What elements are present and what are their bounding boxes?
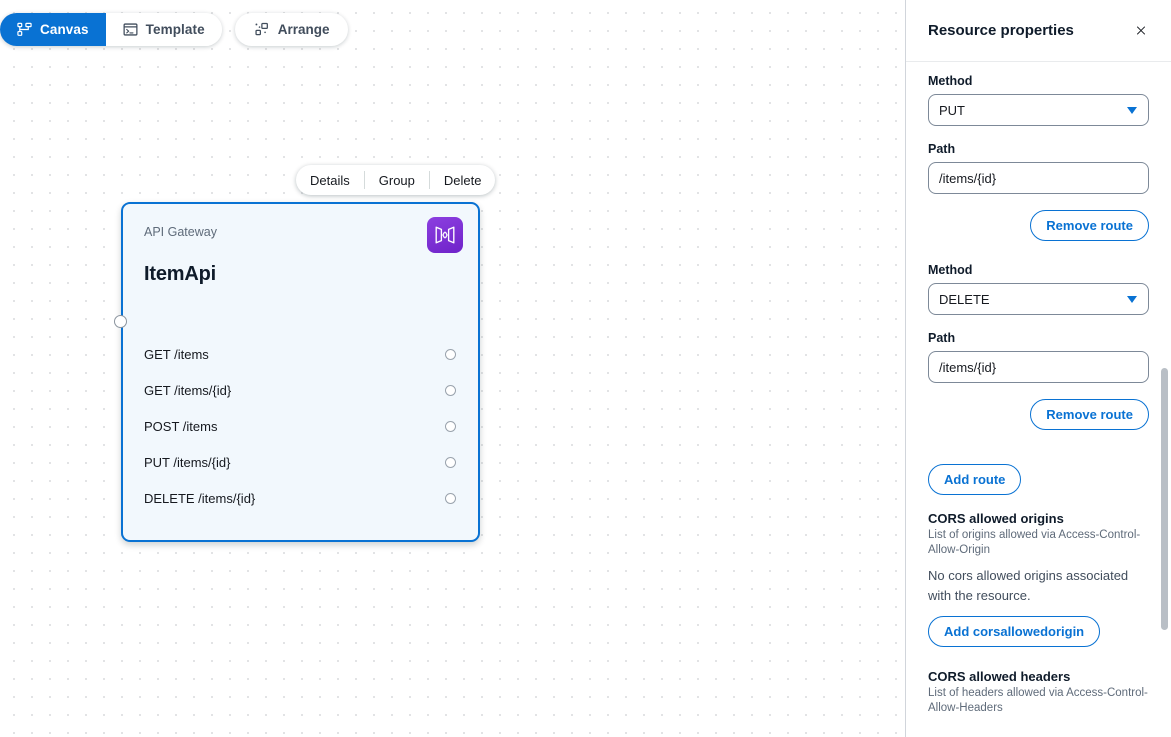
- arrange-button[interactable]: Arrange: [234, 13, 349, 46]
- panel-title: Resource properties: [928, 22, 1074, 39]
- node-route-label: DELETE /items/{id}: [144, 490, 256, 506]
- close-icon[interactable]: [1130, 20, 1152, 42]
- node-route-row[interactable]: PUT /items/{id}: [123, 444, 478, 480]
- canvas-toolbar: Canvas Template: [0, 13, 349, 46]
- node-input-connector-handle[interactable]: [114, 315, 127, 328]
- method-label: Method: [928, 74, 973, 88]
- api-gateway-node-card[interactable]: API Gateway ItemApi GET /items GET /item…: [121, 202, 480, 542]
- panel-body[interactable]: Method PUT Path /items/{id} Remove route…: [906, 62, 1171, 737]
- context-menu-delete-button[interactable]: Delete: [430, 165, 496, 195]
- api-gateway-icon: [427, 217, 463, 253]
- template-tab-button[interactable]: Template: [105, 13, 222, 46]
- remove-route-button[interactable]: Remove route: [1030, 210, 1149, 241]
- method-select-value: DELETE: [939, 291, 990, 307]
- node-route-connector-handle[interactable]: [445, 348, 456, 360]
- node-route-row[interactable]: GET /items: [123, 336, 478, 372]
- context-menu-divider: [363, 171, 365, 189]
- resource-properties-panel: Resource properties Method PUT Path /ite…: [905, 0, 1171, 737]
- remove-route-button[interactable]: Remove route: [1030, 399, 1149, 430]
- chevron-down-icon: [1127, 295, 1137, 303]
- cors-allowed-origins-title: CORS allowed origins: [928, 511, 1064, 526]
- canvas-nodes-icon: [17, 22, 32, 37]
- canvas-tab-label: Canvas: [40, 22, 89, 37]
- node-route-row[interactable]: DELETE /items/{id}: [123, 480, 478, 516]
- node-route-connector-handle[interactable]: [445, 384, 456, 396]
- context-menu-details-button[interactable]: Details: [296, 165, 364, 195]
- arrange-button-label: Arrange: [277, 22, 330, 37]
- method-select[interactable]: DELETE: [928, 283, 1149, 315]
- node-route-label: POST /items: [144, 418, 218, 434]
- method-select[interactable]: PUT: [928, 94, 1149, 126]
- cors-allowed-origins-empty-text: No cors allowed origins associated with …: [928, 567, 1129, 603]
- node-route-row[interactable]: GET /items/{id}: [123, 372, 478, 408]
- path-label: Path: [928, 331, 956, 345]
- cors-allowed-headers-title: CORS allowed headers: [928, 668, 1071, 684]
- node-route-connector-handle[interactable]: [445, 456, 456, 468]
- template-tab-label: Template: [145, 22, 205, 37]
- node-route-label: GET /items/{id}: [144, 382, 232, 398]
- path-input-value: /items/{id}: [939, 170, 997, 186]
- cors-allowed-origins-description: List of origins allowed via Access-Contr…: [928, 529, 1141, 557]
- path-input[interactable]: /items/{id}: [928, 162, 1149, 194]
- path-input-value: /items/{id}: [939, 359, 997, 375]
- context-menu-group-button[interactable]: Group: [365, 165, 429, 195]
- add-route-button[interactable]: Add route: [928, 464, 1022, 495]
- arrange-grid-icon: [254, 22, 269, 37]
- template-window-icon: [123, 22, 138, 37]
- cors-allowed-headers-description: List of headers allowed via Access-Contr…: [928, 686, 1148, 715]
- panel-header: Resource properties: [906, 0, 1171, 62]
- node-route-connector-handle[interactable]: [445, 492, 456, 504]
- path-label: Path: [928, 142, 956, 156]
- context-menu-divider: [428, 171, 430, 189]
- node-route-connector-handle[interactable]: [445, 420, 456, 432]
- node-route-row[interactable]: POST /items: [123, 408, 478, 444]
- method-select-value: PUT: [939, 102, 965, 118]
- node-title: ItemApi: [144, 263, 216, 285]
- node-route-label: PUT /items/{id}: [144, 454, 231, 470]
- path-input[interactable]: /items/{id}: [928, 351, 1149, 383]
- add-corsallowedorigin-button[interactable]: Add corsallowedorigin: [928, 615, 1101, 647]
- chevron-down-icon: [1127, 106, 1137, 114]
- node-route-label: GET /items: [144, 346, 209, 362]
- node-route-list: GET /items GET /items/{id} POST /items P…: [123, 336, 478, 516]
- method-label: Method: [928, 263, 973, 277]
- view-mode-segmented-control: Canvas Template: [0, 13, 222, 46]
- node-kind-label: API Gateway: [144, 225, 217, 239]
- node-context-menu: Details Group Delete: [296, 165, 496, 195]
- canvas-tab-button[interactable]: Canvas: [0, 13, 106, 46]
- canvas-workspace[interactable]: Details Group Delete API Gateway ItemApi…: [0, 0, 905, 737]
